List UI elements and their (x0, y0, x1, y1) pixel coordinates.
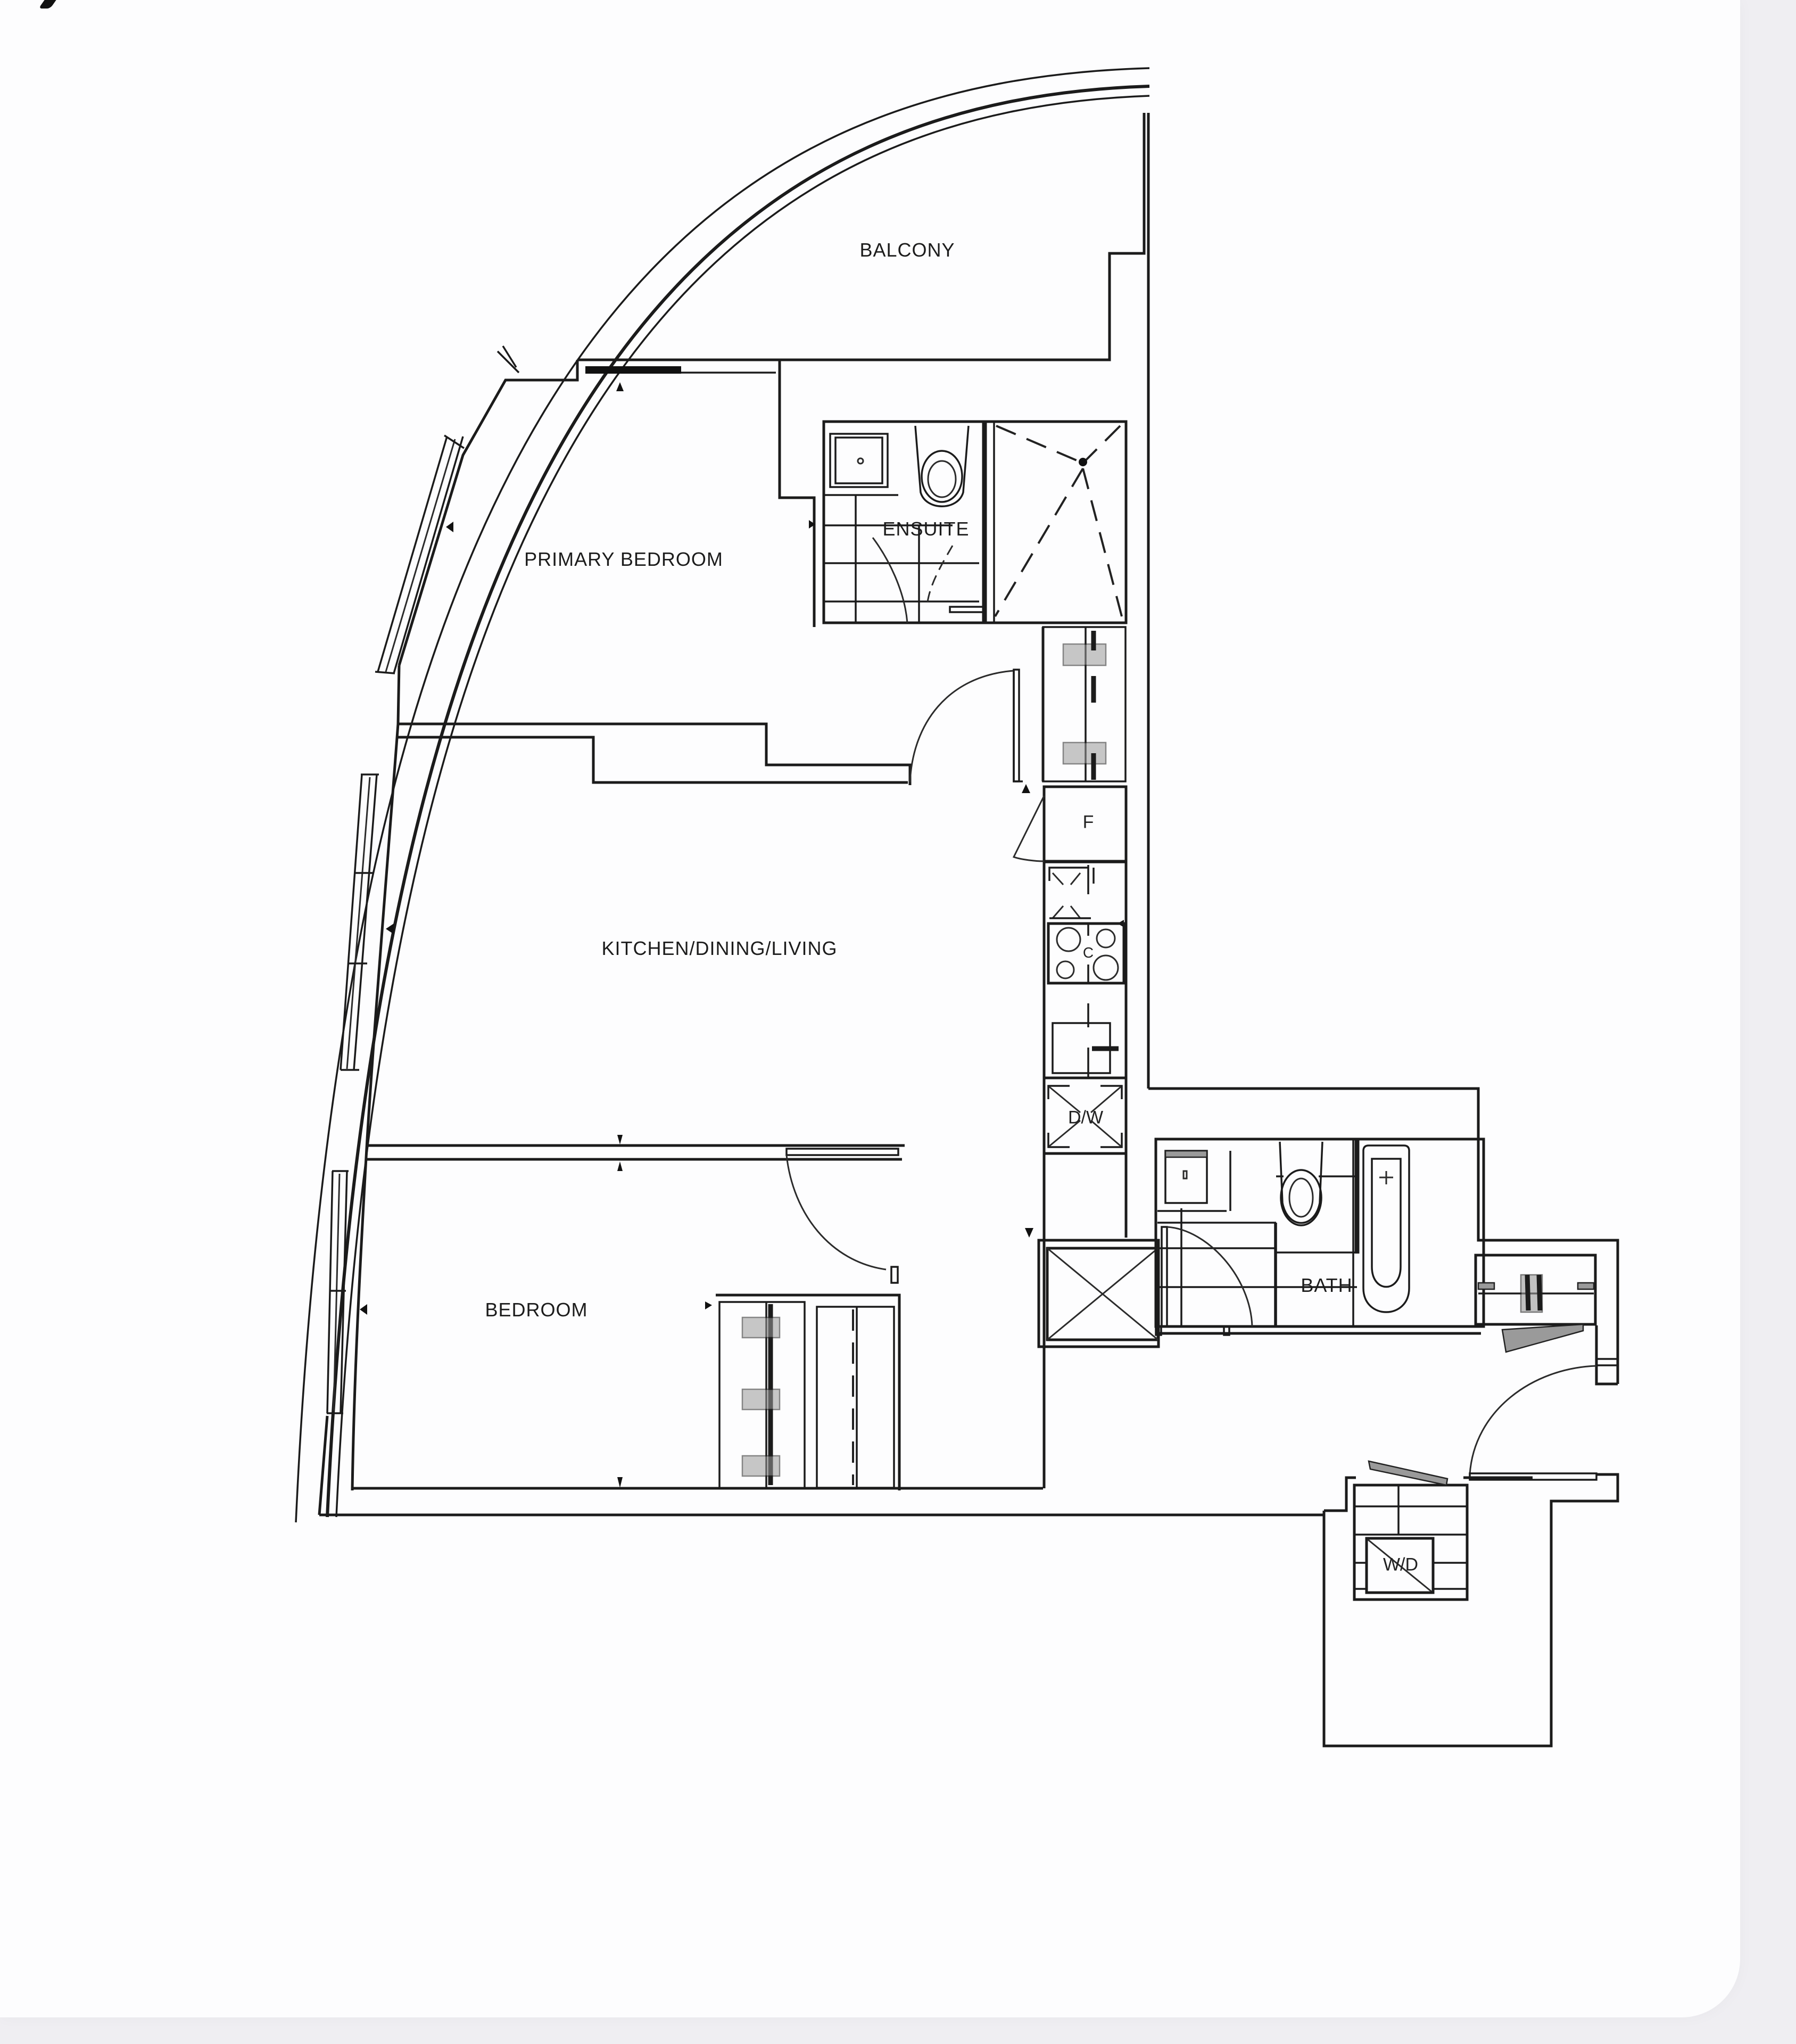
laundry-block (1324, 1460, 1533, 1601)
room-label-primary-bedroom: PRIMARY BEDROOM (524, 548, 723, 570)
room-label-ensuite: ENSUITE (882, 518, 970, 540)
storage-box (1037, 1239, 1160, 1348)
bedroom-walls (318, 1135, 1324, 1516)
room-label-bedroom: BEDROOM (485, 1299, 588, 1321)
ensuite-block (778, 360, 1128, 627)
fixture-label-washer-dryer: W/D (1383, 1554, 1419, 1575)
fixture-label-dishwasher: D/W (1067, 1107, 1104, 1128)
primary-bedroom-window (398, 358, 780, 666)
curved-facade (295, 67, 1150, 1523)
kitchen-counter (1012, 785, 1128, 1238)
bedroom-closets (705, 1293, 901, 1490)
primary-closet (1013, 626, 1127, 782)
room-label-kitchen-dining-living: KITCHEN/DINING/LIVING (601, 937, 838, 959)
exterior-inner-wall (351, 522, 453, 1491)
entry-door (1322, 1365, 1619, 1748)
balcony-area (577, 113, 1150, 1089)
floorplan-card: BALCONY PRIMARY BEDROOM ENSUITE KITCHEN/… (0, 0, 1740, 2017)
room-label-balcony: BALCONY (859, 239, 955, 261)
bath-block (1148, 1087, 1619, 1384)
room-label-bath: BATH (1301, 1274, 1353, 1296)
linen-closet (1474, 1254, 1619, 1386)
fixture-label-cooktop: C (1082, 944, 1094, 961)
facade-windows (326, 434, 465, 1414)
fixture-label-fridge: F (1082, 812, 1094, 833)
primary-bedroom-partition (398, 669, 1030, 793)
